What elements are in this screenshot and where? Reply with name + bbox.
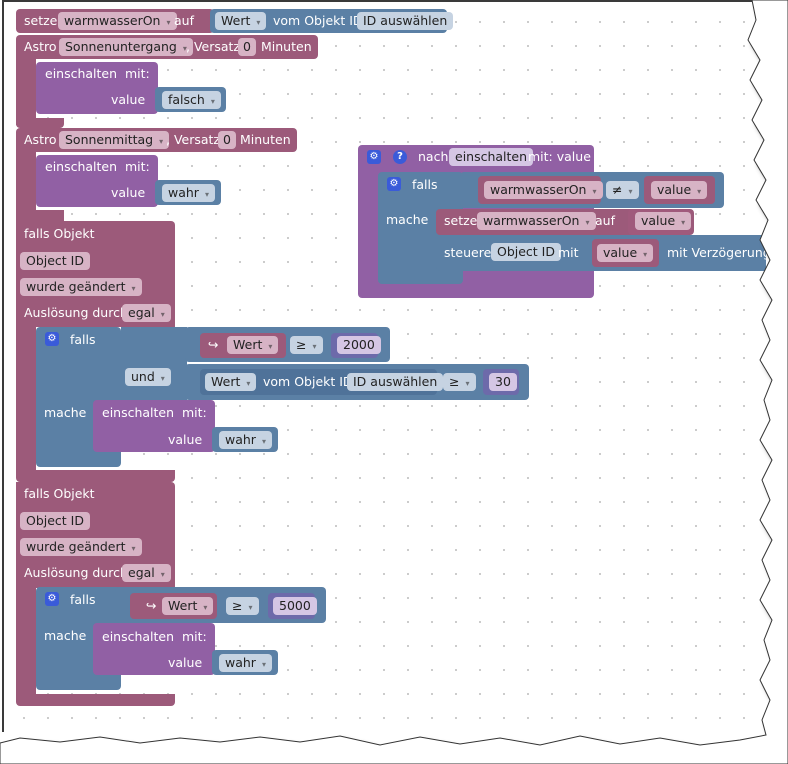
astro-label: Astro [24,39,57,54]
variable-dropdown[interactable]: warmwasserOn▾ [484,181,603,199]
wert-dropdown[interactable]: Wert▾ [227,336,279,354]
number-field[interactable]: 30 [489,373,517,391]
falls-label: falls [70,332,96,347]
boolean-dropdown[interactable]: wahr▾ [219,431,272,449]
offset-field[interactable]: 0 [218,131,236,149]
call-name: einschalten mit: [102,405,207,420]
gear-icon[interactable]: ⚙ [387,177,401,191]
gear-icon[interactable]: ⚙ [45,592,59,606]
versatz-label: , Versatz [166,132,220,147]
falls-label: falls [412,177,438,192]
trigger-block-2-foot [16,694,175,706]
procedure-call-block[interactable] [93,400,215,452]
auf-label: auf [174,13,194,28]
ausloesung-label: Auslösung durch [24,305,128,320]
falls-objekt-label: falls Objekt [24,486,95,501]
param-label: value [111,185,146,200]
auf-label: auf [595,213,615,228]
gear-icon[interactable]: ⚙ [367,150,381,164]
vom-objekt-label: vom Objekt ID [273,13,363,28]
setze-label: setze [24,13,58,28]
trigger-block-1-side [16,320,36,475]
delay-label: mit Verzögerung [667,245,771,260]
operator-dropdown[interactable]: ≥▾ [226,597,259,615]
param-label: value [168,432,203,447]
trigger-source-dropdown[interactable]: egal▾ [122,304,171,322]
mache-label: mache [386,212,429,227]
procedure-call-block[interactable] [93,623,215,675]
call-name: einschalten mit: [102,629,207,644]
procedure-call-block[interactable] [36,155,158,207]
steuere-label: steuere [444,245,492,260]
param-dropdown[interactable]: value▾ [635,212,692,230]
variable-dropdown[interactable]: warmwasserOn▾ [58,12,177,30]
logic-and-block[interactable] [121,327,187,402]
falls-label: falls [70,592,96,607]
boolean-dropdown[interactable]: wahr▾ [162,184,215,202]
variable-dropdown[interactable]: warmwasserOn▾ [477,212,596,230]
boolean-dropdown[interactable]: falsch▾ [162,91,221,109]
minuten-label: Minuten [261,39,312,54]
param-label: value [168,655,203,670]
param-dropdown[interactable]: value▾ [597,244,654,262]
object-id-field[interactable]: Object ID [20,512,90,530]
logic-op-dropdown[interactable]: und▾ [125,368,171,386]
arrow-icon: ↪ [146,598,157,613]
ausloesung-label: Auslösung durch [24,565,128,580]
setze-label: setze [444,213,478,228]
gear-icon[interactable]: ⚙ [45,332,59,346]
mache-label: mache [44,405,87,420]
number-field[interactable]: 2000 [337,336,381,354]
versatz-label: , Versatz [186,39,240,54]
params-label: mit: value [528,149,591,164]
boolean-dropdown[interactable]: wahr▾ [219,654,272,672]
vom-objekt-label: vom Objekt ID [263,374,353,389]
offset-field[interactable]: 0 [238,38,256,56]
procedure-name-field[interactable]: einschalten [449,148,534,166]
trigger-source-dropdown[interactable]: egal▾ [122,564,171,582]
operator-dropdown[interactable]: ≥▾ [443,373,476,391]
change-type-dropdown[interactable]: wurde geändert▾ [20,538,142,556]
help-icon[interactable]: ? [393,150,407,164]
operator-dropdown[interactable]: ≠▾ [606,181,639,199]
param-label: value [111,92,146,107]
object-id-field[interactable]: Object ID [20,252,90,270]
minuten-label: Minuten [240,132,291,147]
trigger-block-2-side [16,580,36,700]
param-dropdown[interactable]: value▾ [651,181,708,199]
astro-event-dropdown[interactable]: Sonnenmittag▾ [59,131,170,149]
number-field[interactable]: 5000 [273,597,317,615]
wert-dropdown[interactable]: Wert▾ [162,597,214,615]
astro-block-2-foot [16,210,64,222]
id-select-field[interactable]: ID auswählen [347,373,444,391]
astro-label: Astro [24,132,57,147]
astro-block-1-foot [16,118,64,128]
call-name: einschalten mit: [45,66,150,81]
astro-block-2-side [16,148,36,218]
astro-block-1-side [16,55,36,125]
procedure-call-block[interactable] [36,62,158,114]
wert-dropdown[interactable]: Wert▾ [205,373,257,391]
astro-event-dropdown[interactable]: Sonnenuntergang▾ [59,38,193,56]
arrow-icon: ↪ [208,337,219,352]
object-id-field[interactable]: Object ID [491,243,561,261]
operator-dropdown[interactable]: ≥▾ [290,336,323,354]
trigger-block-1-foot [16,470,175,482]
nach-label: nach [418,149,449,164]
mit-label: mit [558,245,579,260]
wert-dropdown[interactable]: Wert▾ [215,12,267,30]
falls-objekt-label: falls Objekt [24,226,95,241]
id-select-field[interactable]: ID auswählen [357,12,454,30]
change-type-dropdown[interactable]: wurde geändert▾ [20,278,142,296]
mache-label: mache [44,628,87,643]
call-name: einschalten mit: [45,159,150,174]
